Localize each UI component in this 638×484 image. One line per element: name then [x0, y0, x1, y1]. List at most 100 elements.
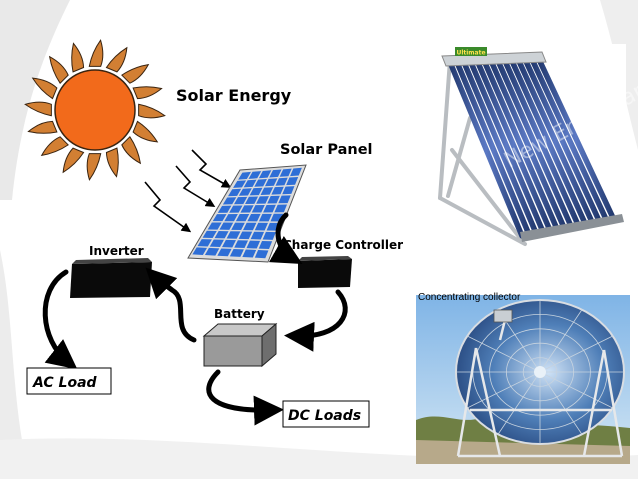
panel-cell — [247, 213, 261, 222]
collector-tube — [488, 57, 567, 231]
panel-cell — [221, 239, 236, 248]
inverter-box — [70, 258, 152, 298]
label-solar-panel: Solar Panel — [280, 142, 373, 158]
panel-cell — [243, 179, 257, 188]
panel-cell — [263, 204, 276, 213]
collector-tube — [494, 57, 574, 229]
panel-cell — [240, 205, 254, 213]
collector-tube — [501, 56, 581, 228]
panel-cell — [217, 205, 232, 213]
collector-tube — [535, 55, 616, 221]
panel-cell — [258, 213, 272, 222]
panel-cell — [192, 247, 207, 255]
panel-cell — [238, 188, 252, 196]
arrow-battery-to-inverter — [145, 267, 197, 343]
panel-cell — [219, 222, 234, 230]
panel-cell — [238, 171, 251, 180]
label-inverter: Inverter — [89, 244, 144, 258]
panel-cell — [222, 197, 237, 205]
sun-ray — [105, 46, 128, 73]
arrow-inverter-to-acload — [42, 269, 78, 370]
panel-cell — [245, 196, 259, 205]
panel-cell — [269, 169, 282, 178]
sun-ray — [71, 42, 85, 73]
panel-cell — [249, 187, 263, 196]
panel-cell — [214, 231, 229, 239]
battery-box — [202, 322, 278, 368]
sun-ray — [31, 77, 58, 100]
panel-cell — [258, 170, 272, 179]
panel-cell — [279, 168, 292, 177]
brand-tag-text: Ultimate — [456, 50, 485, 57]
panel-cell — [251, 204, 265, 213]
sun-ray — [138, 103, 166, 119]
panel-cell — [258, 240, 273, 250]
dish-seam — [539, 371, 613, 409]
collector-tube — [474, 58, 553, 234]
sun-ray — [132, 120, 159, 143]
label-dc-loads: DC Loads — [288, 408, 361, 424]
sun-ray — [27, 120, 58, 134]
dish-seam — [467, 371, 541, 409]
panel-cell — [233, 180, 247, 188]
sun-ray — [121, 63, 150, 84]
panel-cell — [229, 205, 243, 213]
ac-load-box — [26, 367, 112, 395]
collector-tube — [460, 58, 539, 236]
panel-cell — [271, 186, 284, 195]
panel-cell — [224, 214, 238, 222]
panel-cell — [250, 231, 265, 240]
label-charge-controller: Charge Controller — [283, 238, 403, 252]
collector-tube — [528, 55, 609, 222]
panel-cell — [254, 179, 267, 187]
arrow-battery-to-dcloads — [206, 369, 284, 426]
panel-cell — [282, 186, 295, 195]
panel-cell — [246, 240, 261, 249]
sun-ray — [132, 86, 163, 100]
panel-cell — [217, 248, 232, 257]
collector-tube — [467, 58, 546, 235]
photo-concentrating-collector — [416, 295, 630, 464]
sunlight-arrows — [144, 149, 232, 233]
charge-controller-box — [298, 256, 352, 288]
dish-seam — [497, 371, 541, 435]
panel-cell — [254, 222, 268, 231]
collector-tube — [481, 57, 560, 232]
sun-ray — [48, 55, 69, 84]
arrow-controller-to-battery — [284, 289, 348, 352]
sun-icon — [24, 39, 166, 181]
sun-disc — [54, 69, 136, 151]
panel-cell — [248, 171, 262, 179]
panel-cell — [267, 195, 280, 204]
label-ac-load: AC Load — [32, 375, 98, 391]
panel-cell — [260, 187, 274, 196]
panel-cell — [238, 231, 253, 240]
panel-cell — [264, 178, 278, 187]
brand-tag — [455, 47, 487, 56]
collector-tube — [522, 55, 602, 224]
panel-cell — [274, 204, 288, 213]
sunlight-arrow-1 — [191, 149, 232, 188]
panel-cell — [235, 213, 250, 222]
dish-seam — [467, 335, 541, 373]
sun-ray — [121, 136, 142, 165]
label-battery: Battery — [214, 307, 265, 321]
panel-cell — [204, 247, 220, 256]
collector-tube — [508, 56, 588, 227]
panel-cell — [212, 214, 227, 222]
panel-cell — [209, 239, 224, 248]
sun-ray — [105, 147, 119, 178]
sun-ray — [24, 101, 52, 117]
panel-cell — [229, 248, 244, 257]
panel-cell — [242, 249, 257, 258]
label-solar-energy: Solar Energy — [176, 86, 292, 105]
sun-ray — [62, 147, 85, 174]
panel-cell — [197, 239, 212, 247]
panel-cell — [226, 231, 241, 239]
panel-cell — [234, 240, 249, 249]
collector-tube — [515, 56, 595, 225]
sun-ray — [40, 136, 69, 157]
dish-seam — [539, 309, 583, 373]
sun-ray — [86, 153, 102, 181]
